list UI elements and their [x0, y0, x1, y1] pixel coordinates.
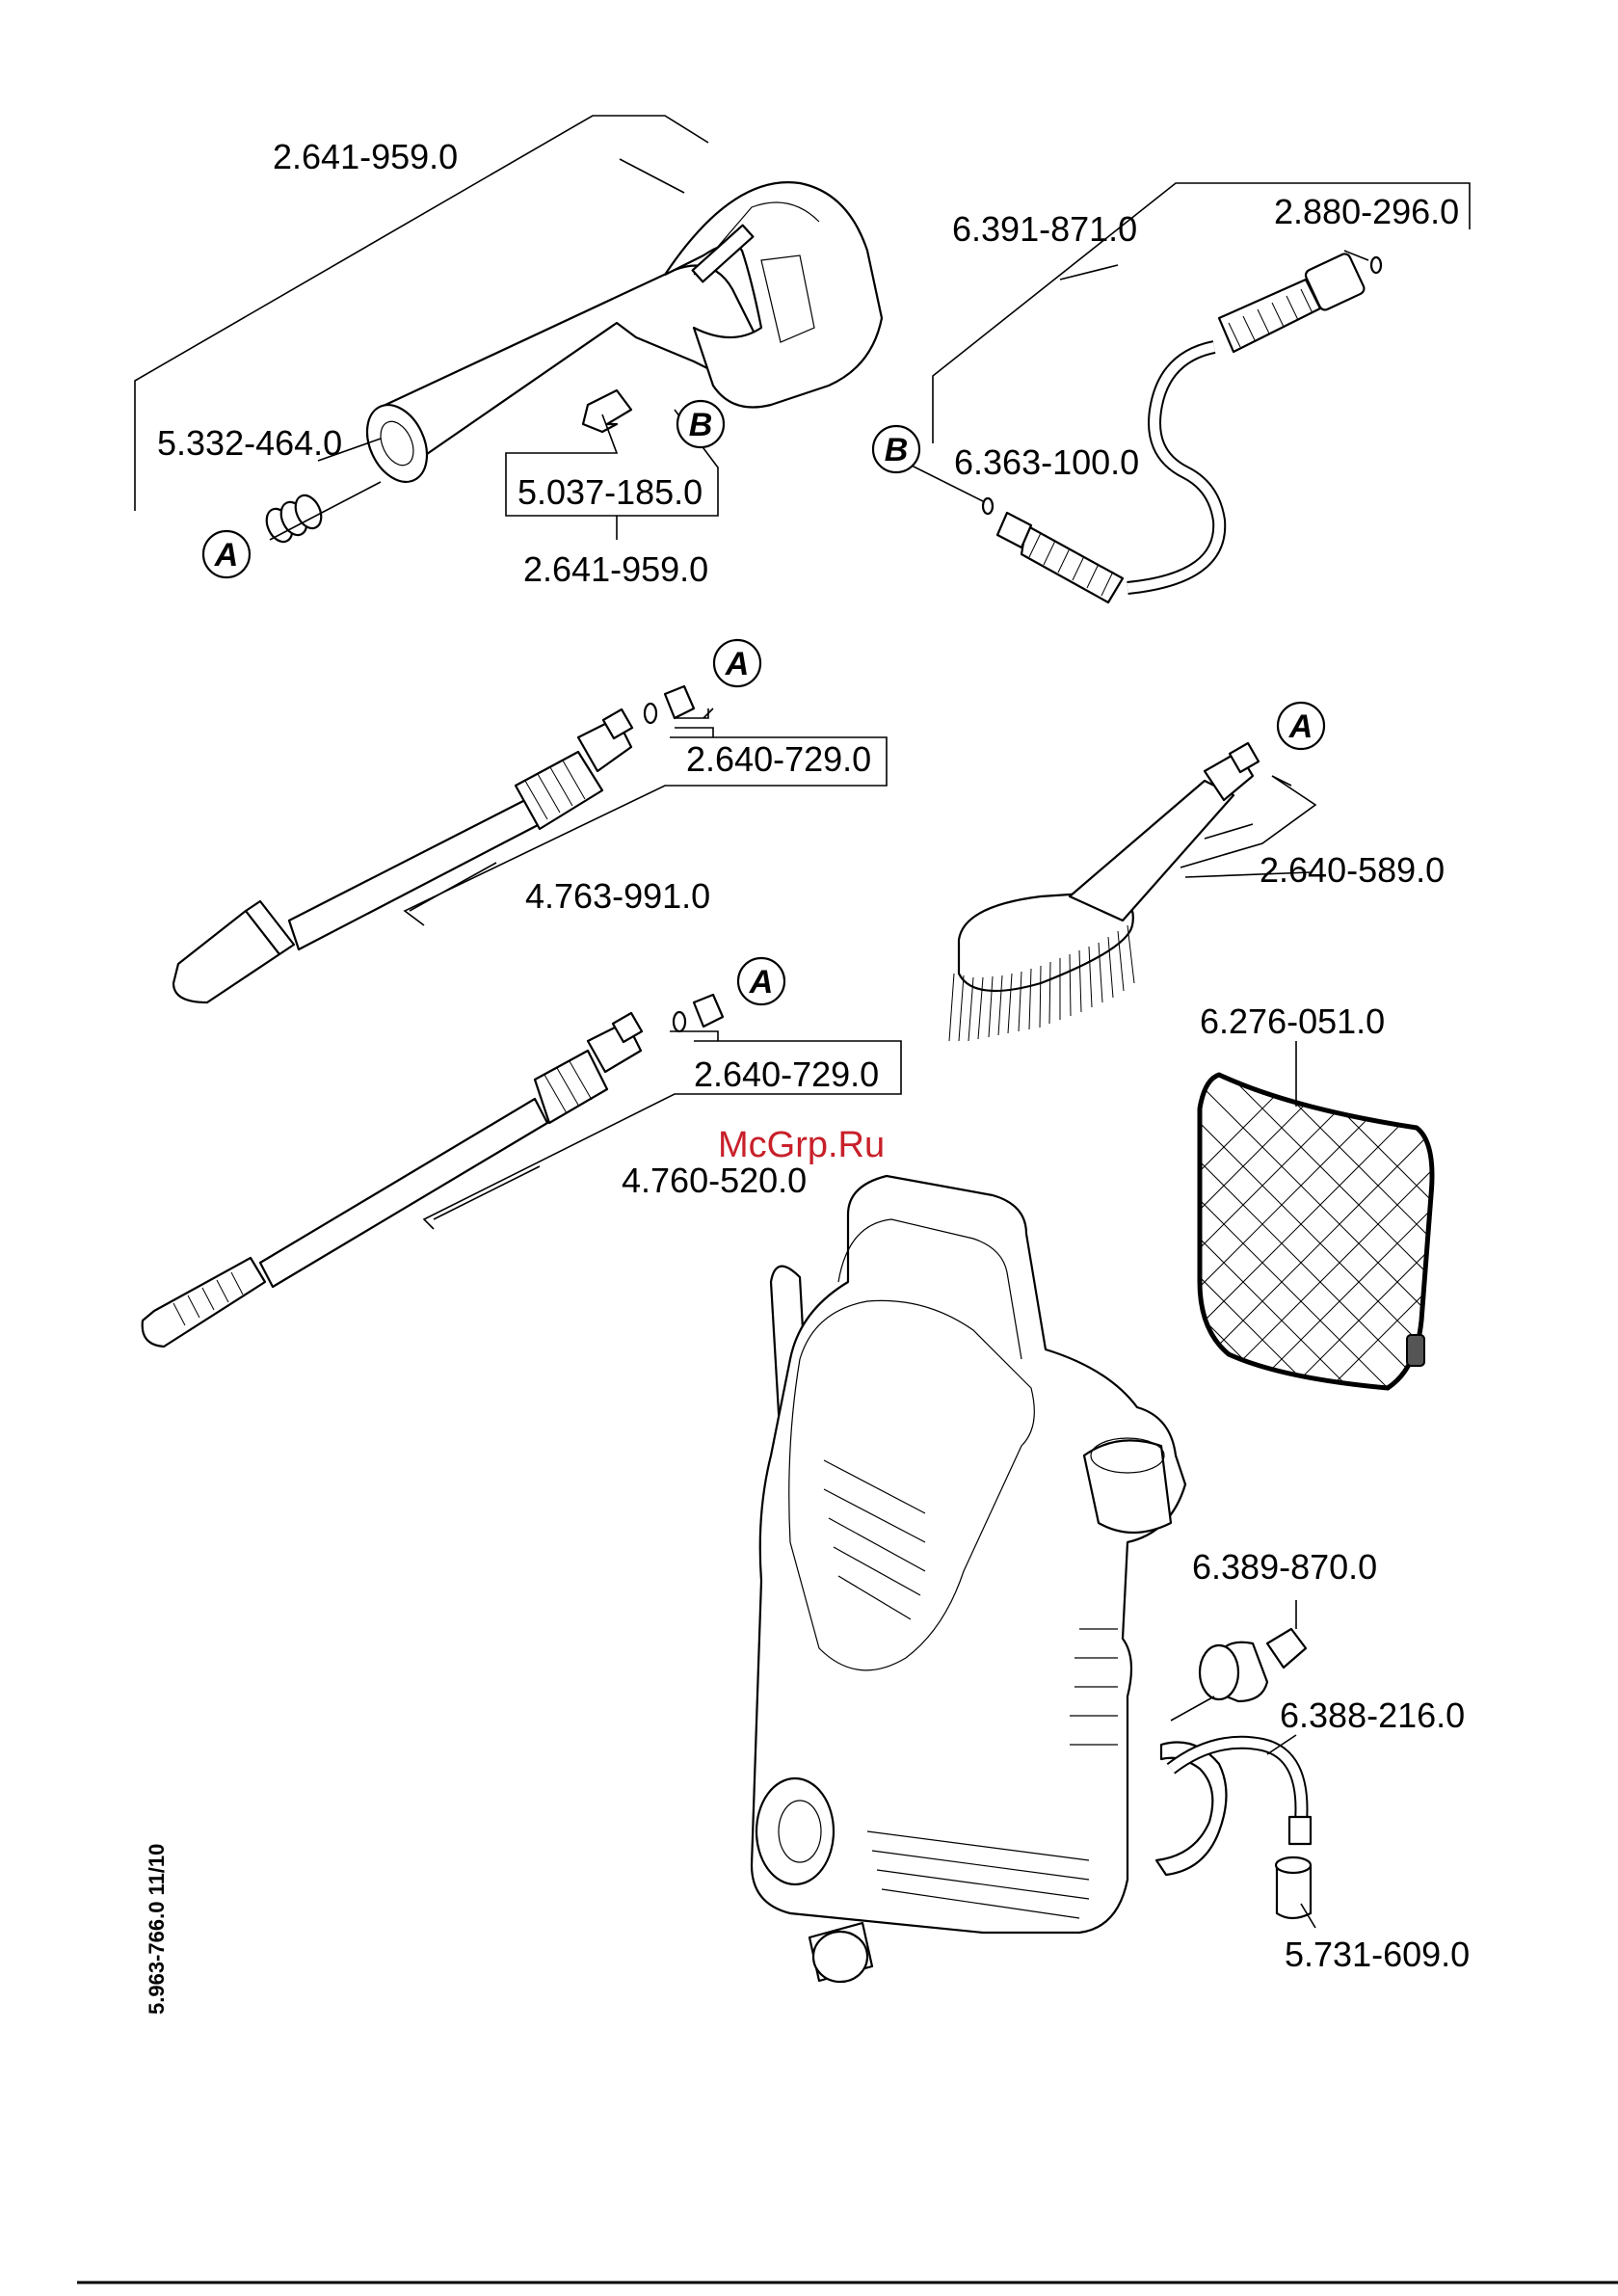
label-coupling: 6.389-870.0: [1192, 1547, 1377, 1587]
connecting-sleeve: [1276, 1857, 1311, 1918]
svg-text:A: A: [214, 537, 239, 574]
svg-text:A: A: [725, 646, 750, 682]
label-gun-clip: 5.037-185.0: [517, 472, 703, 512]
label-nozzle-1: 2.640-729.0: [686, 739, 871, 779]
inlet-hose: [1171, 1743, 1311, 1844]
wash-brush: [949, 743, 1259, 1041]
svg-text:A: A: [749, 964, 774, 1001]
svg-text:B: B: [885, 432, 909, 468]
label-lance-2: 4.760-520.0: [622, 1161, 807, 1200]
callout-a-3: A: [1278, 703, 1324, 749]
label-hose-oring: 6.363-100.0: [954, 442, 1139, 482]
lance-with-rotary-nozzle: [173, 686, 694, 1002]
callout-a-1: A: [203, 531, 250, 577]
label-gun-top: 2.641-959.0: [273, 137, 458, 176]
callout-b-1: B: [677, 401, 724, 447]
high-pressure-hose: [983, 252, 1381, 602]
callout-a-4: A: [738, 958, 784, 1004]
document-number: 5.963-766.0 11/10: [145, 1844, 169, 2015]
callout-b-2: B: [873, 426, 919, 472]
svg-text:B: B: [689, 407, 713, 443]
watermark: McGrp.Ru: [718, 1125, 885, 1165]
hose-coupling: [1200, 1629, 1306, 1701]
label-nozzle-2: 2.640-729.0: [694, 1055, 879, 1094]
svg-text:A: A: [1288, 708, 1313, 745]
label-gun-bottom: 2.641-959.0: [523, 549, 708, 589]
label-hose-seal: 2.880-296.0: [1274, 192, 1459, 231]
label-inlet-hose: 6.388-216.0: [1280, 1695, 1465, 1735]
label-sleeve: 5.731-609.0: [1285, 1935, 1470, 1974]
label-lance-1: 4.763-991.0: [525, 876, 710, 916]
label-gun-oring: 5.332-464.0: [157, 423, 342, 463]
label-filter: 6.276-051.0: [1200, 1001, 1385, 1041]
callout-a-2: A: [714, 640, 760, 686]
pressure-washer-unit: [752, 1176, 1227, 1982]
label-hose: 6.391-871.0: [952, 209, 1137, 249]
label-brush: 2.640-589.0: [1260, 850, 1445, 890]
